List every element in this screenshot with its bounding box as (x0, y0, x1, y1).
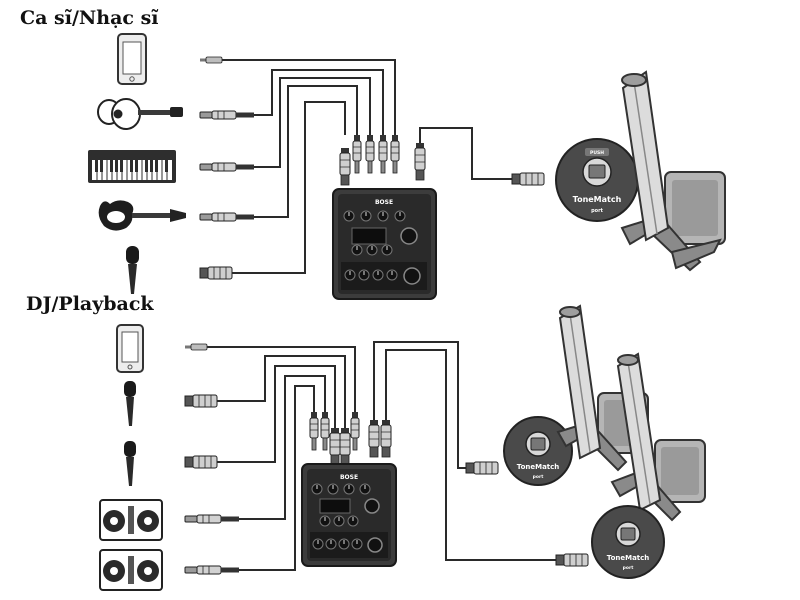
output-cable (373, 341, 468, 469)
mixer-input-plug (378, 134, 388, 174)
vocal-microphone-icon (124, 381, 136, 426)
mixer-display (351, 227, 387, 245)
instrument-jack-plug (199, 110, 255, 120)
port-push-label: PUSH (590, 150, 604, 156)
dj-controller-icon (99, 549, 163, 591)
instrument-jack-plug (184, 514, 240, 524)
xlr-plug (184, 455, 218, 469)
mini-jack-plug (184, 343, 208, 351)
tonematch-port: ToneMatch port (591, 505, 665, 579)
port-brand-label: ToneMatch (607, 554, 650, 562)
mixer-output-xlr-plug (414, 142, 426, 181)
section-heading-dj: DJ/Playback (26, 293, 154, 315)
mixer-output-xlr-plug (368, 419, 380, 458)
port-caption: port (533, 474, 545, 480)
xlr-plug (465, 461, 499, 475)
tonematch-port: ToneMatch port (503, 416, 573, 486)
mixer-input-plug (320, 411, 330, 451)
mixer-input-plug (309, 411, 319, 451)
xlr-plug (184, 394, 218, 408)
xlr-plug (555, 553, 589, 567)
mixer-display (319, 498, 351, 514)
output-cable (419, 127, 512, 180)
port-brand-label: ToneMatch (573, 195, 622, 204)
vocal-microphone-icon (126, 246, 139, 294)
phone-icon (116, 324, 144, 373)
instrument-jack-plug (199, 212, 255, 222)
speaker-array (620, 70, 726, 272)
xlr-plug (511, 172, 545, 186)
input-cables (207, 346, 356, 571)
electric-guitar-icon (98, 200, 186, 231)
section-heading-singer: Ca sĩ/Nhạc sĩ (20, 7, 159, 29)
mixer: BOSE (332, 188, 437, 300)
instrument-jack-plug (199, 162, 255, 172)
mixer-input-xlr-plug (339, 427, 351, 466)
mixer-input-plug (365, 134, 375, 174)
mixer-input-plug (350, 411, 360, 451)
xlr-plug (199, 266, 233, 280)
port-brand-label: ToneMatch (517, 463, 560, 471)
phone-icon (117, 33, 147, 85)
mixer-brand-label: BOSE (340, 474, 358, 481)
mixer: BOSE (301, 463, 397, 567)
port-caption: port (623, 565, 635, 571)
mini-jack-plug (199, 56, 223, 64)
mixer-output-xlr-plug (380, 419, 392, 458)
mixer-input-xlr-plug (329, 427, 341, 466)
port-caption: port (591, 208, 603, 214)
vocal-microphone-icon (124, 441, 136, 486)
keyboard-icon (88, 150, 176, 183)
input-cables (222, 59, 396, 274)
dj-controller-icon (99, 499, 163, 541)
acoustic-guitar-icon (97, 98, 183, 130)
mixer-brand-label: BOSE (375, 199, 393, 206)
mixer-input-plug (352, 134, 362, 174)
instrument-jack-plug (184, 565, 240, 575)
mixer-input-xlr-plug (339, 147, 351, 186)
output-cable (385, 349, 558, 561)
mixer-input-plug (390, 134, 400, 174)
speaker-array (610, 352, 706, 522)
tonematch-port: PUSH ToneMatch port (555, 138, 639, 222)
